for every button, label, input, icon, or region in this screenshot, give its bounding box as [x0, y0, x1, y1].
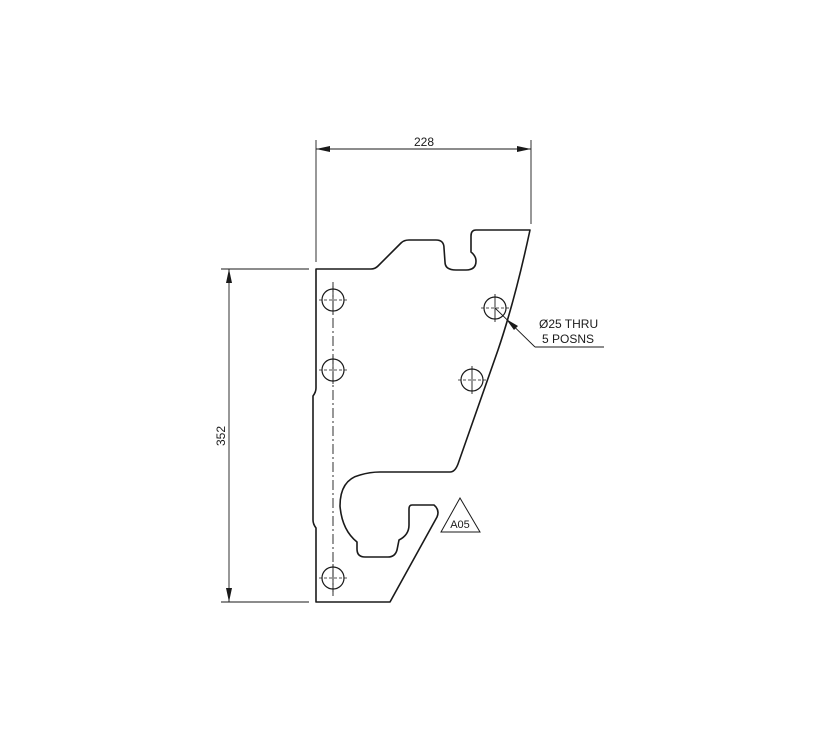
dimension-width-label: 228 — [414, 135, 434, 149]
hole-right-middle — [458, 366, 486, 394]
dimension-width: 228 — [315, 135, 532, 262]
part-outline — [312, 229, 531, 603]
dimension-height-label: 352 — [214, 426, 228, 446]
hole-callout-line1: Ø25 THRU — [539, 317, 598, 331]
hole-callout: Ø25 THRU 5 POSNS — [494, 307, 604, 348]
hole-left-top — [319, 286, 347, 314]
hole-callout-line2: 5 POSNS — [542, 332, 594, 346]
hole-left-bottom — [319, 564, 347, 592]
revision-tag: A05 — [440, 496, 481, 533]
dimension-height: 352 — [214, 268, 309, 603]
revision-tag-label: A05 — [450, 519, 470, 531]
hole-left-middle — [319, 356, 347, 384]
